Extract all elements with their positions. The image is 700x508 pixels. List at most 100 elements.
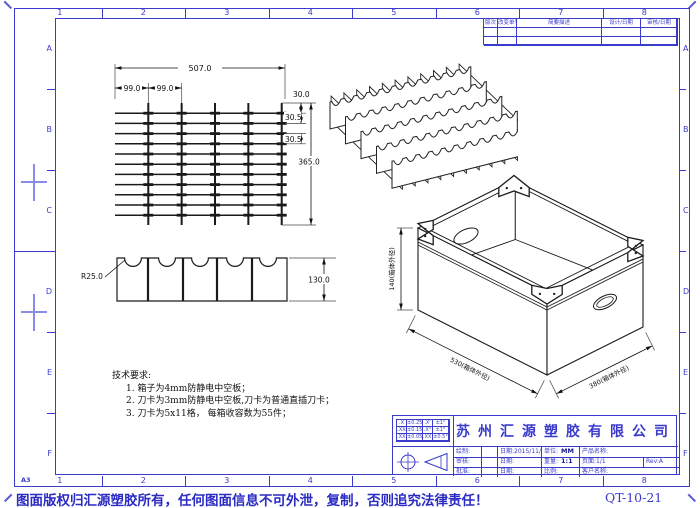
corner-mark-tl [3, 0, 13, 9]
zone-col-label: 7 [558, 476, 564, 485]
zone-col-label: 8 [641, 476, 647, 485]
divider-strip-view: R25.0 130.0 [81, 257, 336, 302]
zone-col-label: 5 [391, 8, 397, 17]
sheet-format-label: A3 [21, 476, 31, 484]
zone-tick [185, 476, 186, 487]
tolerance-cell: .X [397, 420, 407, 427]
tolerance-table: .X±0.25.X'±1°.XX±0.15.X°±1°.XXX±0.05.XX°… [396, 419, 450, 442]
title-block-rows: 绘制: 日期:2015/11/03 单位:MM 产品名称: 审核: 日期: 重量… [453, 446, 679, 477]
tech-req-item: 2. 刀卡为3mm防静电中空板,刀卡为普通直插刀卡； [126, 396, 335, 406]
zone-col-label: 2 [140, 8, 146, 17]
zone-row-label: D [683, 286, 690, 296]
zone-col-label: 5 [391, 476, 397, 485]
approved-date: 日期: [498, 467, 542, 477]
dim-box-length: 530(箱体外径) [449, 355, 492, 383]
zone-col-label: 4 [307, 8, 313, 17]
product-name-label: 产品名称: [582, 448, 609, 455]
revision-header-cell: 审核/日期 [641, 19, 678, 28]
zone-tick [435, 476, 437, 487]
zone-tick [435, 8, 437, 18]
revision-header-cell: 设计/日期 [602, 19, 641, 28]
zone-col-label: 6 [474, 476, 480, 485]
revision-empty-cell [602, 28, 641, 37]
page-label: 页面:1/1 [580, 457, 644, 467]
zone-tick [101, 8, 103, 18]
revision-empty-cell [517, 28, 602, 37]
drawn-by-label: 绘制: [454, 447, 482, 457]
dim-top-offset: 30.0 [293, 90, 310, 99]
technical-requirements: 技术要求: 1. 箱子为4mm防静电中空板； 2. 刀卡为3mm防静电中空板,刀… [112, 370, 382, 420]
checked-date: 日期: [498, 457, 542, 467]
scale-cell: 比例: [542, 467, 580, 477]
scale-value [558, 467, 561, 475]
dim-total-width: 507.0 [189, 64, 212, 73]
tolerance-cell: ±0.15 [407, 427, 423, 434]
zone-row-label: A [46, 43, 52, 53]
zone-row-label: C [683, 205, 689, 215]
revision-empty-cell [602, 37, 641, 46]
zone-tick [352, 8, 353, 18]
approved-by-label: 批准: [454, 467, 482, 477]
zone-row-label: D [45, 286, 52, 296]
zone-col-label: 8 [641, 8, 647, 17]
revision-empty-cell [641, 28, 678, 37]
dim-gap-b: 30.5 [285, 135, 302, 144]
weight-value: 1:1 [561, 457, 573, 465]
tech-req-item: 1. 箱子为4mm防静电中空板； [126, 383, 251, 394]
rev-label: Rev:A [646, 458, 663, 465]
drawn-by-value [482, 447, 498, 457]
title-block-row: 批准: 日期: 比例: 客户名称: [454, 467, 679, 477]
zone-tick [680, 250, 686, 252]
tolerance-cell: ±0.25 [407, 420, 423, 427]
zone-tick [602, 8, 604, 18]
zone-col-label: 4 [307, 476, 313, 485]
zone-col-label: 6 [474, 8, 480, 17]
zone-tick [47, 88, 55, 90]
zone-tick [268, 476, 270, 487]
revision-empty-cell [641, 37, 678, 46]
weight-label: 重量: [544, 458, 559, 465]
tolerance-cell: .X° [423, 427, 433, 434]
customer-name-label: 客户名称: [582, 468, 609, 475]
zone-tick [185, 8, 186, 18]
revision-header-cell: 简要描述 [517, 19, 602, 28]
dim-pitch-a: 99.0 [124, 84, 141, 93]
dim-strip-height: 130.0 [308, 276, 330, 285]
zone-tick [47, 412, 55, 414]
zone-tick [101, 476, 103, 487]
weight-cell: 重量:1:1 [542, 457, 580, 467]
zone-col-label: 2 [140, 476, 146, 485]
zone-tick [680, 331, 686, 333]
tolerance-area: .X±0.25.X'±1°.XX±0.15.X°±1°.XXX±0.05.XX°… [393, 416, 453, 446]
revision-empty-cell [484, 37, 498, 46]
zone-tick [680, 88, 686, 90]
copyright-notice: 图面版权归汇源塑胶所有，任何图面信息不可外泄，复制，否则追究法律责任！ [16, 493, 489, 508]
zone-col-label: 3 [224, 476, 230, 485]
zone-tick [47, 169, 55, 171]
dim-pitch-b: 99.0 [157, 84, 174, 93]
tolerance-cell: ±0.5° [433, 434, 449, 441]
zone-row-label: C [46, 205, 52, 215]
zone-col-label: 7 [558, 8, 564, 17]
drawn-date: 日期:2015/11/03 [500, 447, 542, 457]
dim-notch-radius: R25.0 [81, 272, 103, 281]
document-number: QT-10-21 [605, 490, 663, 505]
dim-gap-a: 30.5 [285, 113, 302, 122]
checked-by-label: 审核: [454, 457, 482, 467]
dim-total-height: 365.0 [298, 158, 320, 167]
box-3d-view: 140(箱体外径) 530(箱体外径) 380(箱体外径) [387, 174, 655, 399]
centering-cross-v [33, 294, 35, 331]
revision-header-cell: 版次 [484, 19, 498, 28]
revision-header-cell: 改变单号 [498, 19, 517, 28]
zone-row-label: F [683, 448, 688, 458]
projection-symbol-icon [397, 452, 448, 472]
scale-label: 比例: [544, 468, 559, 475]
zone-row-label: F [47, 448, 52, 458]
zone-row-label: A [683, 43, 689, 53]
projection-symbol-area [393, 446, 453, 476]
title-block-row: 审核: 日期: 重量:1:1 页面:1/1 Rev:A [454, 457, 679, 467]
